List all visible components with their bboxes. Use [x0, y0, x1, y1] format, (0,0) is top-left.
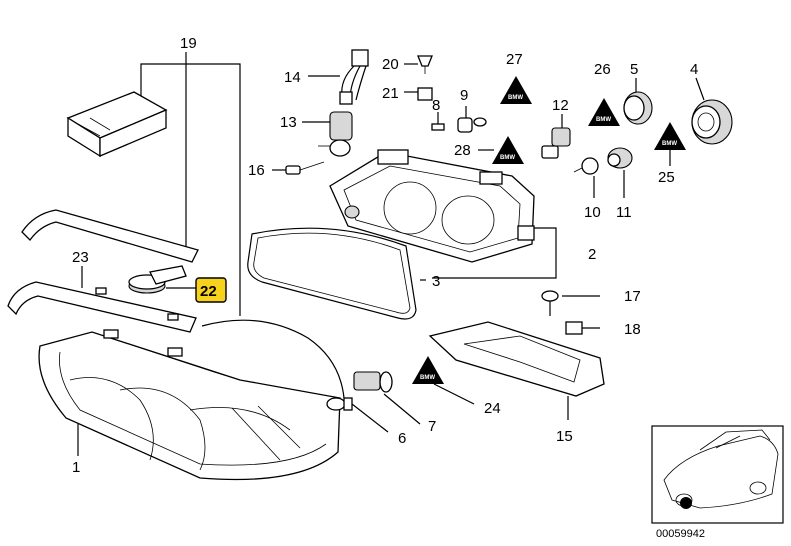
callout-15: 15 [556, 428, 573, 445]
callout-25: 25 [658, 169, 675, 186]
callout-18: 18 [624, 321, 641, 338]
callout-14: 14 [284, 69, 301, 86]
part-21-clip [404, 87, 433, 101]
part-2-housing [329, 149, 557, 279]
part-14-harness [308, 49, 369, 105]
callout-1: 1 [72, 459, 80, 476]
car-location-inset [651, 425, 784, 524]
callout-17: 17 [624, 288, 641, 305]
part-28-warning-label: BMW [478, 136, 524, 164]
callout-11: 11 [616, 204, 632, 221]
part-17-screw [541, 290, 600, 316]
part-26-warning-label: BMW [588, 98, 620, 126]
callout-8: 8 [432, 97, 440, 114]
callout-12: 12 [552, 97, 569, 114]
callout-23: 23 [72, 249, 89, 266]
callout-21: 21 [382, 85, 399, 102]
part-22-cap [128, 265, 196, 294]
callout-22-highlight: 22 [195, 277, 227, 303]
callout-10: 10 [584, 204, 601, 221]
part-16-screw [272, 161, 325, 175]
part-25-warning-label: BMW [654, 122, 686, 166]
warning-tag-28: BMW [500, 155, 515, 161]
part-1-headlight [38, 329, 341, 481]
part-20-clip [404, 55, 433, 74]
callout-3: 3 [432, 273, 440, 290]
part-19-bracket [140, 52, 241, 316]
part-11-socket [607, 147, 633, 198]
location-marker [680, 497, 692, 509]
callout-28: 28 [454, 142, 471, 159]
warning-tag-26: BMW [596, 117, 611, 123]
callout-19: 19 [180, 35, 197, 52]
warning-tag-24: BMW [420, 375, 435, 381]
part-24-warning-label: BMW [412, 356, 475, 405]
reference-code: 00059942 [656, 528, 705, 540]
part-13-socket [302, 111, 353, 157]
part-4-cap [691, 77, 733, 145]
part-12-socket [541, 114, 571, 159]
part-10-bulb [573, 157, 599, 198]
callout-9: 9 [460, 87, 468, 104]
callout-24: 24 [484, 400, 501, 417]
warning-tag-25: BMW [662, 141, 677, 147]
part-18-clip [565, 321, 600, 335]
trim-strip-upper [21, 209, 199, 263]
callout-26: 26 [594, 61, 611, 78]
callout-22: 22 [200, 283, 217, 300]
part-8-pin [431, 112, 445, 131]
warning-tag-27: BMW [508, 95, 523, 101]
part-7-socket [353, 371, 421, 425]
seal-cord [201, 319, 345, 399]
callout-6: 6 [398, 430, 406, 447]
callout-labels: 19 23 1 6 7 24 3 2 14 13 16 20 21 8 9 27… [72, 35, 698, 476]
part-27-warning-label: BMW [500, 76, 532, 104]
part-5-cap [623, 78, 653, 125]
callout-2: 2 [588, 246, 596, 263]
callout-5: 5 [630, 61, 638, 78]
callout-4: 4 [690, 61, 698, 78]
part-3-gasket [247, 227, 426, 320]
part-23-trim-strip [7, 266, 197, 333]
callout-27: 27 [506, 51, 523, 68]
part-19-kit-box [66, 91, 168, 158]
part-15-bracket [428, 321, 605, 420]
callout-16: 16 [248, 162, 265, 179]
part-6-bulb [326, 397, 389, 433]
callout-7: 7 [428, 418, 436, 435]
callout-13: 13 [280, 114, 297, 131]
part-9-bulb [457, 106, 487, 133]
callout-20: 20 [382, 56, 399, 73]
